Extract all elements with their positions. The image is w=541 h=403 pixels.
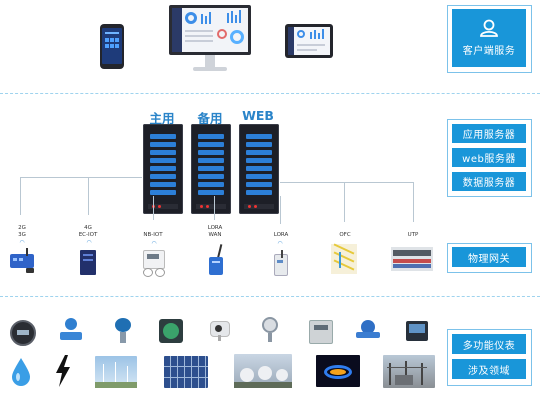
server-title-web: WEB — [242, 108, 274, 123]
server-labels-frame — [447, 119, 532, 197]
server-title-backup: 备用 — [197, 111, 223, 126]
wifi-icon: ◠ — [151, 240, 157, 247]
network-patch-icon — [391, 247, 433, 271]
tablet-icon — [285, 24, 333, 58]
gateway-label-nbiot: NB-IOT — [143, 232, 163, 238]
meter-field-frame — [447, 329, 532, 386]
multifunction-meter-label: 多功能仪表 — [452, 334, 526, 354]
wifi-icon: ◠ — [277, 240, 283, 247]
gateway-label-utp: UTP — [407, 232, 419, 238]
wifi-icon: ◠ — [19, 239, 25, 246]
client-service-frame — [447, 5, 532, 73]
client-service-text: 客户端服务 — [462, 46, 516, 57]
pressure-gauge-icon — [260, 317, 280, 343]
water-drop-icon — [11, 357, 31, 391]
digital-meter-icon — [10, 320, 36, 346]
connector-line — [88, 177, 89, 215]
web-server-rack-icon — [239, 124, 279, 214]
connector-line — [153, 196, 154, 220]
gateway-label-lora: LORA — [273, 232, 289, 238]
gas-flame-icon — [316, 355, 360, 387]
server-title-primary: 主用 — [149, 111, 175, 126]
wifi-icon: ◠ — [86, 239, 92, 246]
water-meter-blue-icon — [356, 318, 380, 342]
substation-icon — [383, 355, 435, 388]
router-icon — [8, 248, 36, 274]
flow-meter-icon — [60, 318, 82, 342]
connector-line — [280, 196, 281, 224]
desktop-monitor-icon — [169, 5, 251, 75]
gas-station-icon — [234, 354, 292, 388]
power-analyzer-icon — [406, 321, 428, 341]
app-server-label: 应用服务器 — [452, 124, 526, 143]
primary-server-rack-icon — [143, 124, 183, 214]
electric-meter-icon — [309, 320, 333, 344]
connector-line — [413, 182, 414, 222]
data-server-label: 数据服务器 — [452, 172, 526, 191]
lora-module-icon — [272, 250, 288, 276]
smartphone-icon — [100, 24, 124, 69]
antenna-gateway-icon — [207, 244, 227, 276]
pressure-transmitter-icon — [113, 318, 133, 344]
lightning-icon — [55, 355, 71, 391]
wind-farm-icon — [95, 356, 137, 388]
backup-server-rack-icon — [191, 124, 231, 214]
fiber-cable-icon — [331, 243, 357, 274]
connector-line — [20, 177, 142, 178]
gateway-label-ofc: OFC — [339, 232, 351, 238]
gateway-box-icon — [80, 250, 96, 275]
client-service-label: 客户端服务 — [452, 9, 526, 67]
camera-icon — [208, 318, 232, 342]
user-icon — [480, 19, 498, 37]
section-divider — [0, 93, 540, 94]
solar-panel-icon — [164, 356, 208, 388]
physical-network-label: 物理网关 — [452, 247, 526, 267]
connector-line — [20, 177, 21, 215]
section-divider — [0, 296, 540, 297]
water-meter-icon — [159, 319, 183, 343]
meter-icon — [141, 250, 165, 277]
web-server-label: web服务器 — [452, 148, 526, 167]
connector-line — [280, 182, 413, 183]
physical-network-frame — [447, 243, 532, 273]
connector-line — [214, 196, 215, 220]
fields-label: 涉及领域 — [452, 359, 526, 379]
connector-line — [344, 182, 345, 222]
